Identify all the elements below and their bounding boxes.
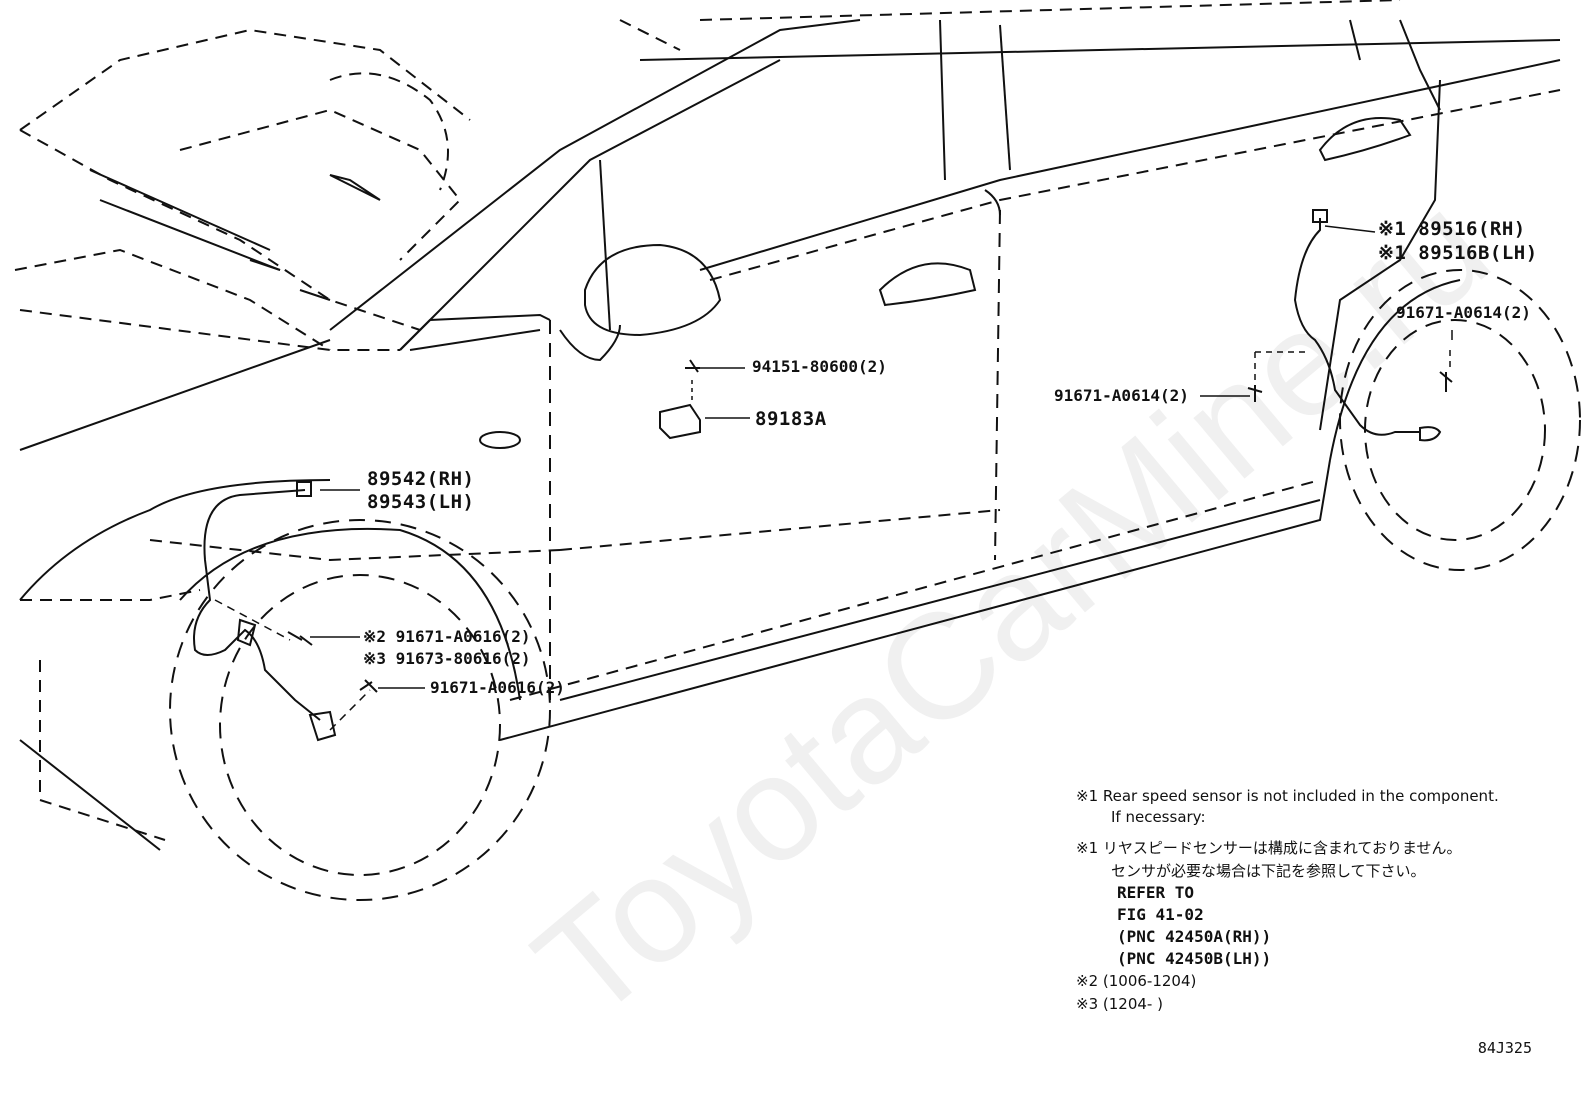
sensor-front-lh-label: 89543(LH)	[367, 491, 475, 513]
note-date-3: ※3 (1204- )	[1076, 995, 1163, 1013]
note-refer-2: FIG 41-02	[1117, 905, 1204, 924]
note-refer-4: (PNC 42450B(LH))	[1117, 949, 1272, 968]
note-date-2: ※2 (1006-1204)	[1076, 972, 1197, 990]
bolt-rear-right-label: 91671-A0614(2)	[1396, 303, 1531, 322]
note-en-line1: ※1 Rear speed sensor is not included in …	[1076, 787, 1499, 805]
bolt-front-label-3: 91671-A0616(2)	[430, 678, 565, 697]
bolt-front-label-2: ※3 91673-80616(2)	[363, 649, 531, 668]
sensor-front-rh-label: 89542(RH)	[367, 468, 475, 490]
note-jp-line2: センサが必要な場合は下記を参照して下さい。	[1111, 862, 1426, 880]
bolt-front-label-1: ※2 91671-A0616(2)	[363, 627, 531, 646]
sensor-rear-rh-label: ※1 89516(RH)	[1378, 218, 1526, 240]
note-refer-3: (PNC 42450A(RH))	[1117, 927, 1272, 946]
nut-center-label: 94151-80600(2)	[752, 357, 887, 376]
bolt-rear-left-label: 91671-A0614(2)	[1054, 386, 1189, 405]
note-refer-1: REFER TO	[1117, 883, 1195, 902]
note-jp-line1: ※1 リヤスピードセンサーは構成に含まれておりません。	[1076, 839, 1462, 857]
sensor-rear-lh-label: ※1 89516B(LH)	[1378, 242, 1538, 264]
note-en-line2: If necessary:	[1111, 808, 1206, 826]
part-center-label: 89183A	[755, 408, 827, 430]
figure-code: 84J325	[1477, 1039, 1532, 1057]
